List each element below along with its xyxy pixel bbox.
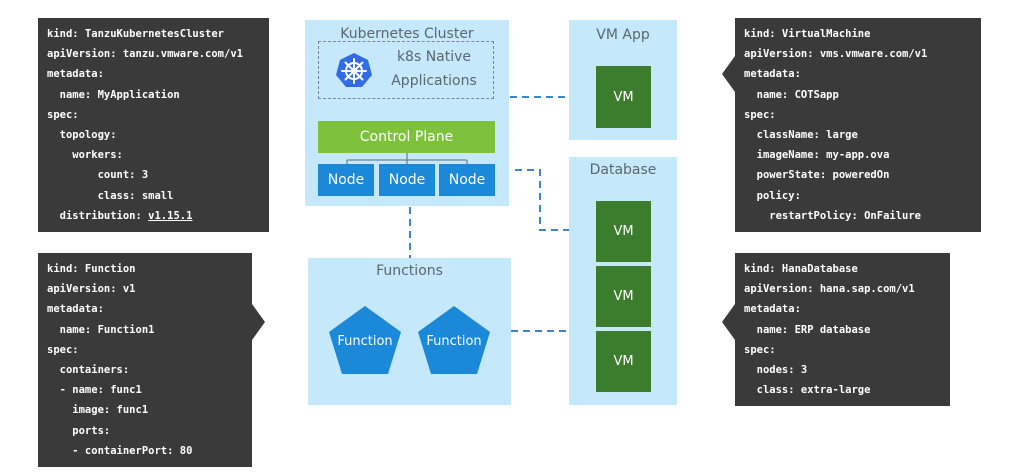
- vm-app-zone: VM App VM: [569, 20, 677, 140]
- vm-app-title: VM App: [596, 27, 650, 43]
- k8s-native-apps-box: k8s Native Applications: [318, 41, 494, 99]
- yaml-line: powerState: poweredOn: [744, 169, 890, 182]
- yaml-line: class: extra-large: [744, 384, 871, 397]
- yaml-panel-virtual-machine: kind: VirtualMachine apiVersion: vms.vmw…: [735, 18, 981, 232]
- yaml-line: spec:: [744, 343, 776, 356]
- yaml-line: containers:: [47, 363, 130, 376]
- functions-title: Functions: [376, 263, 443, 279]
- control-plane-node-links: [346, 153, 468, 164]
- distribution-key: distribution:: [47, 209, 149, 222]
- yaml-line: apiVersion: tanzu.vmware.com/v1: [47, 48, 243, 61]
- yaml-line: metadata:: [47, 303, 104, 316]
- connector-cluster-to-database: [515, 169, 569, 231]
- k8s-native-apps-line2: Applications: [391, 73, 477, 89]
- yaml-line: spec:: [744, 108, 776, 121]
- yaml-line: imageName: my-app.ova: [744, 149, 890, 162]
- yaml-panel-tanzu-cluster: kind: TanzuKubernetesCluster apiVersion:…: [38, 18, 269, 232]
- vm-box: VM: [596, 201, 651, 262]
- vm-box: VM: [596, 331, 651, 392]
- yaml-line: topology:: [47, 128, 117, 141]
- yaml-line: policy:: [744, 189, 801, 202]
- function-pentagon-icon: [329, 306, 401, 374]
- yaml-line: count: 3: [47, 169, 149, 182]
- panel-pointer-virtual-machine: [722, 56, 735, 92]
- control-plane: Control Plane: [318, 121, 495, 153]
- yaml-line: workers:: [47, 149, 123, 162]
- yaml-line: apiVersion: vms.vmware.com/v1: [744, 48, 928, 61]
- yaml-line-distribution: distribution: v1.15.1: [47, 206, 269, 226]
- k8s-native-apps-line1: k8s Native: [396, 49, 472, 65]
- worker-node: Node: [318, 164, 374, 196]
- kubernetes-cluster-zone: Kubernetes Cluster k8s Native Applicatio…: [305, 20, 509, 206]
- yaml-line: kind: Function: [47, 263, 136, 275]
- yaml-line: className: large: [744, 128, 858, 141]
- function-pentagon-icon: [418, 306, 490, 374]
- yaml-line: class: small: [47, 189, 174, 202]
- yaml-line: - containerPort: 80: [47, 444, 193, 457]
- yaml-line: apiVersion: hana.sap.com/v1: [744, 283, 915, 296]
- distribution-version-link[interactable]: v1.15.1: [148, 209, 193, 222]
- database-zone: Database VM VM VM: [569, 157, 677, 405]
- k8s-native-apps-label: k8s Native Applications: [379, 45, 489, 93]
- vm-box: VM: [596, 266, 651, 327]
- function-label: Function: [337, 334, 393, 349]
- panel-pointer-hana-database: [722, 304, 735, 340]
- yaml-line: spec:: [47, 108, 79, 121]
- kubernetes-cluster-title: Kubernetes Cluster: [340, 26, 474, 42]
- panel-pointer-function: [252, 304, 265, 340]
- functions-zone: Functions Function Function: [308, 258, 511, 405]
- yaml-line: ports:: [47, 424, 111, 437]
- yaml-line: name: MyApplication: [47, 88, 180, 101]
- yaml-line: kind: TanzuKubernetesCluster: [47, 28, 225, 40]
- yaml-line: image: func1: [47, 404, 149, 417]
- vm-box: VM: [596, 66, 651, 128]
- yaml-line: kind: VirtualMachine: [744, 28, 871, 40]
- database-title: Database: [589, 162, 657, 178]
- worker-node: Node: [439, 164, 495, 196]
- yaml-line: apiVersion: v1: [47, 283, 136, 296]
- yaml-line: name: Function1: [47, 323, 155, 336]
- yaml-line: metadata:: [744, 303, 801, 316]
- yaml-line: name: COTSapp: [744, 88, 839, 101]
- yaml-line: spec:: [47, 343, 79, 356]
- function-label: Function: [426, 334, 482, 349]
- kubernetes-helm-icon: [336, 53, 372, 87]
- yaml-line: metadata:: [47, 68, 104, 81]
- yaml-panel-function: kind: Function apiVersion: v1 metadata: …: [38, 253, 252, 467]
- worker-node: Node: [379, 164, 435, 196]
- yaml-panel-hana-database: kind: HanaDatabase apiVersion: hana.sap.…: [735, 253, 950, 406]
- yaml-line: nodes: 3: [744, 363, 808, 376]
- yaml-line: metadata:: [744, 68, 801, 81]
- yaml-line: restartPolicy: OnFailure: [744, 209, 922, 222]
- yaml-line: - name: func1: [47, 384, 142, 397]
- yaml-line: name: ERP database: [744, 323, 871, 336]
- yaml-line: kind: HanaDatabase: [744, 263, 858, 275]
